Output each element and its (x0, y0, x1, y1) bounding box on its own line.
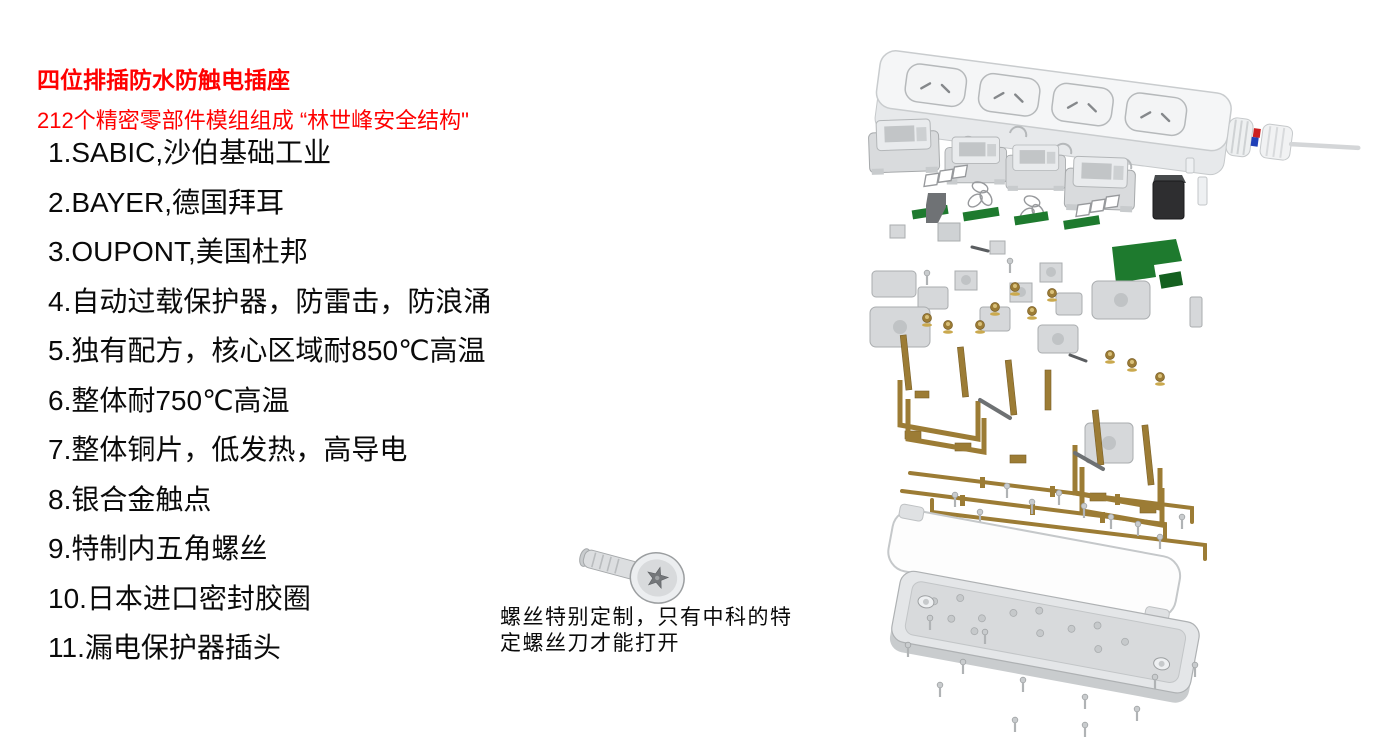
feature-item: 4.自动过载保护器，防雷击，防浪涌 (48, 285, 492, 317)
plastic-posts (1185, 157, 1208, 206)
bottom-shell (889, 570, 1200, 703)
feature-item: 3.OUPONT,美国杜邦 (48, 236, 308, 267)
black-capacitor (1152, 175, 1186, 220)
feature-item: 1.SABIC,沙伯基础工业 (48, 137, 332, 168)
feature-item: 7.整体铜片，低发热，高导电 (48, 434, 408, 465)
feature-item: 8.银合金触点 (48, 483, 212, 515)
feature-item: 10.日本进口密封胶圈 (48, 582, 311, 614)
feature-item: 9.特制内五角螺丝 (48, 533, 268, 564)
torx-screw-icon (579, 548, 685, 604)
feature-item: 2.BAYER,德国拜耳 (48, 186, 284, 218)
exploded-diagram (860, 25, 1389, 749)
feature-item: 6.整体耐750℃高温 (48, 384, 290, 416)
power-strip-top-cover (874, 50, 1361, 176)
feature-item: 5.独有配方，核心区域耐850℃高温 (48, 335, 486, 366)
power-strip-exploded-view-icon (867, 50, 1361, 739)
screw-note: 螺丝特别定制，只有中科的特 定螺丝刀才能打开 (500, 605, 793, 657)
power-cable (1250, 123, 1361, 161)
screw-note-line1: 螺丝特别定制，只有中科的特 (500, 606, 793, 629)
mounting-bracket (926, 193, 961, 242)
screw-note-line2: 定螺丝刀才能打开 (500, 632, 680, 655)
main-pcb (1112, 239, 1184, 289)
brass-busbars (900, 471, 1207, 561)
feature-item: 11.漏电保护器插头 (48, 632, 281, 663)
page-title: 四位排插防水防触电插座 (37, 67, 290, 94)
feature-list: 1.SABIC,沙伯基础工业 2.BAYER,德国拜耳 3.OUPONT,美国杜… (48, 128, 491, 673)
outlet-holes (904, 63, 1188, 137)
page-subtitle: 212个精密零部件模组组成 “林世峰安全结构" (37, 108, 469, 134)
